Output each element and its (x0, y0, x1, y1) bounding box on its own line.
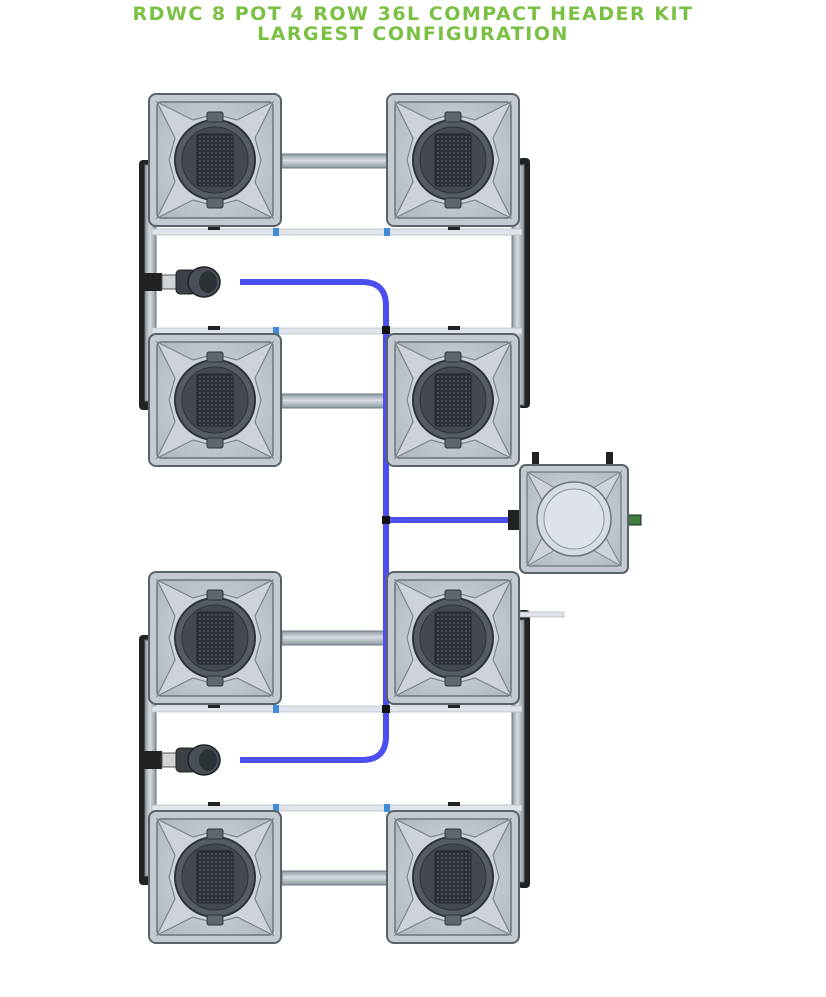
header-tank-icon (519, 452, 642, 574)
pipe-row-4 (281, 870, 389, 886)
feed-clip-top (382, 326, 390, 334)
feed-tee (382, 516, 390, 524)
pot-icon (386, 333, 520, 467)
pot-icon (148, 93, 282, 227)
pot-icon (148, 810, 282, 944)
diagram-subtitle: LARGEST CONFIGURATION (257, 23, 569, 45)
pot-icon (386, 93, 520, 227)
pipe-row-2 (281, 393, 389, 409)
pot-icon (386, 571, 520, 705)
pot-icon (148, 333, 282, 467)
feed-clip-bottom (382, 705, 390, 713)
pipe-row-3 (281, 630, 389, 646)
tank-inlet (508, 510, 522, 530)
pot-icon (386, 810, 520, 944)
diagram-title: RDWC 8 POT 4 ROW 36L COMPACT HEADER KIT (132, 3, 694, 25)
pipe-row-1 (281, 153, 389, 169)
pot-icon (148, 571, 282, 705)
